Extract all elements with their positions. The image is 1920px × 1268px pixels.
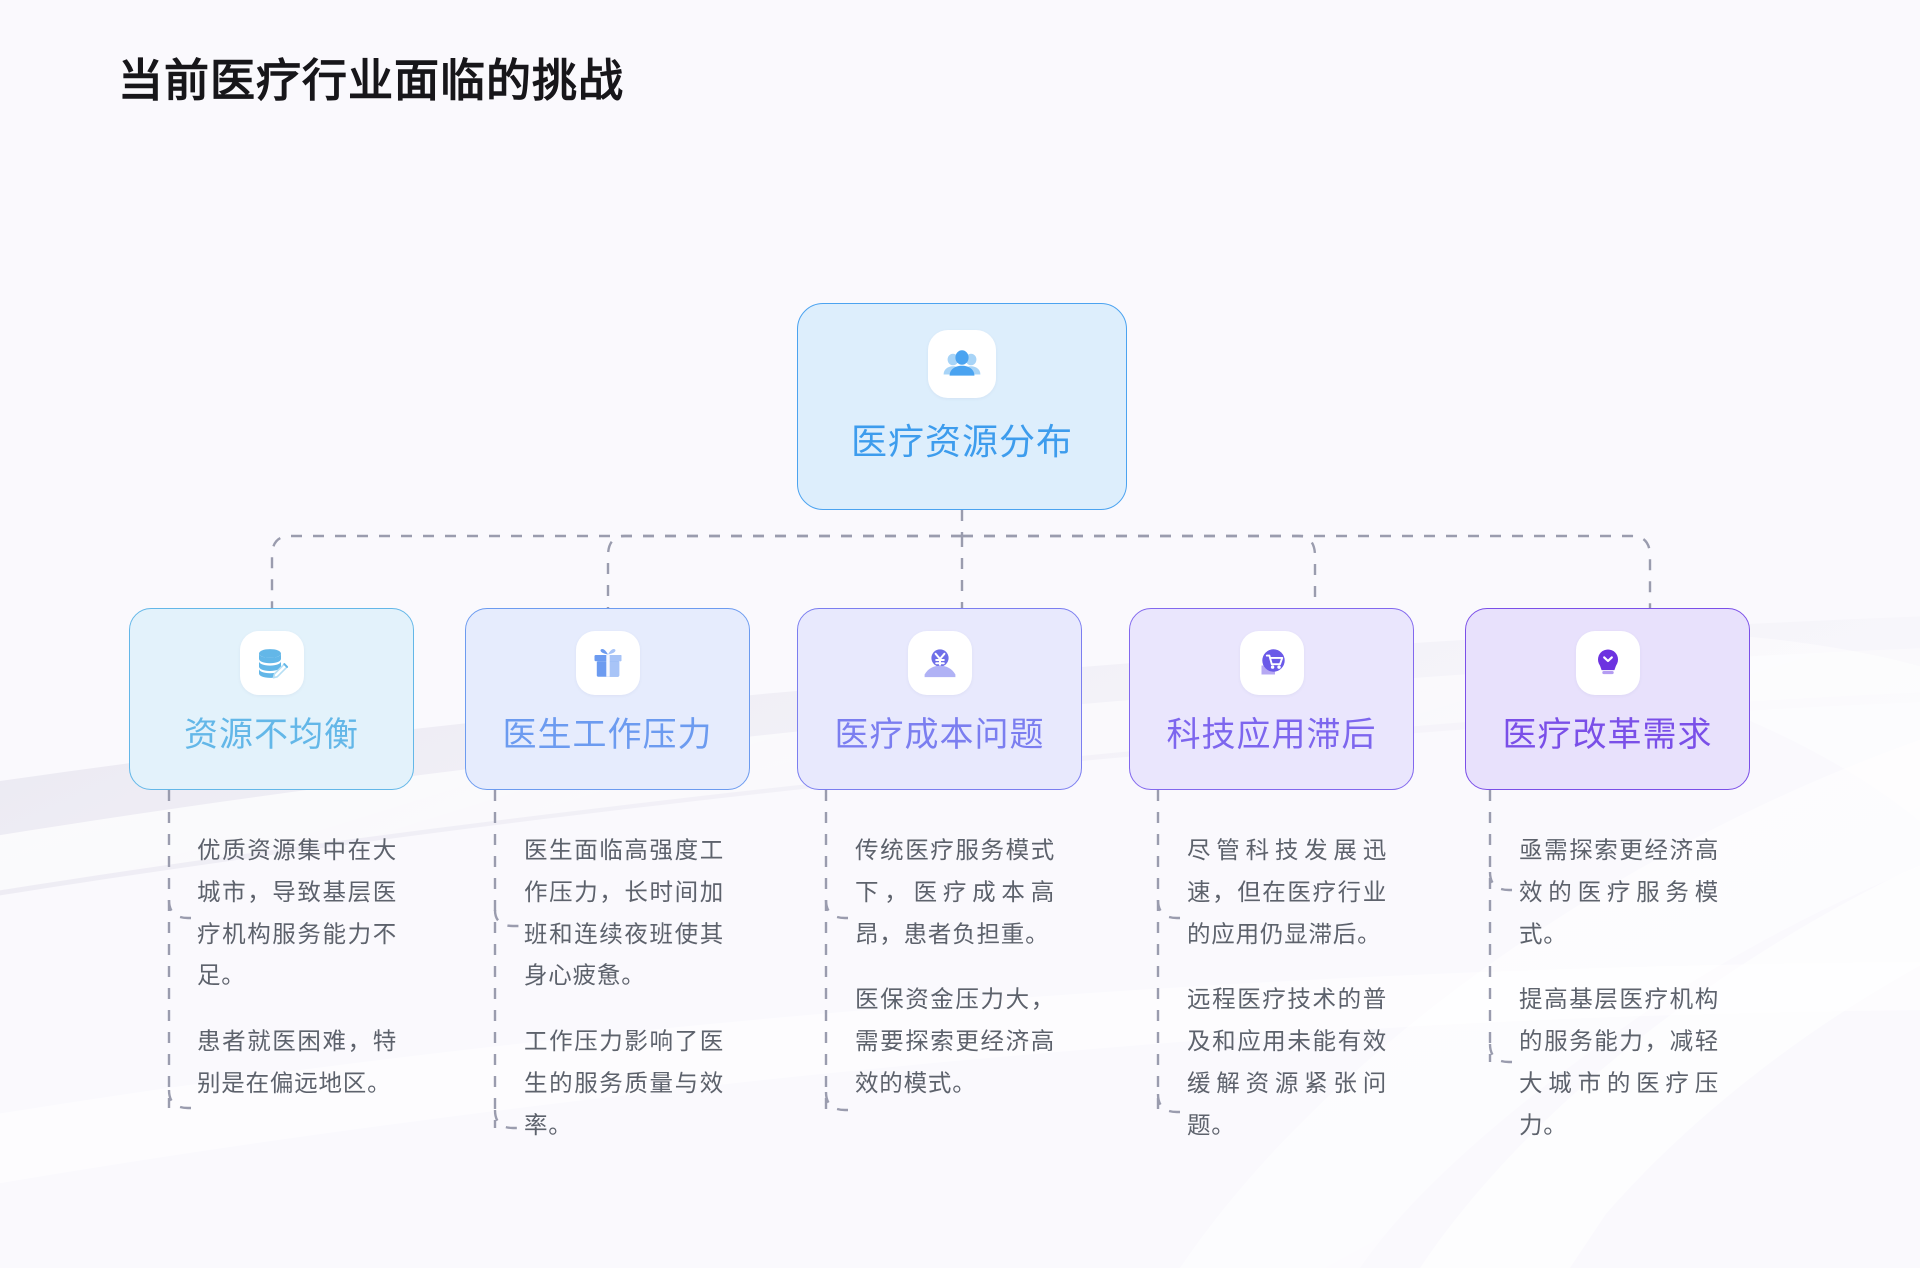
lightbulb-icon xyxy=(1575,631,1640,695)
leaf-item: 优质资源集中在大城市，导致基层医疗机构服务能力不足。 xyxy=(197,837,397,989)
mindmap-node-resource-imbalance[interactable]: 资源不均衡 xyxy=(129,608,414,790)
page-title: 当前医疗行业面临的挑战 xyxy=(118,55,625,106)
mindmap-node-medical-cost[interactable]: 医疗成本问题 xyxy=(797,608,1082,790)
mindmap-node-label: 医疗改革需求 xyxy=(1502,716,1713,754)
leaf-item: 尽管科技发展迅速，但在医疗行业的应用仍显滞后。 xyxy=(1187,837,1387,947)
leaf-item: 提高基层医疗机构的服务能力，减轻大城市的医疗压力。 xyxy=(1519,986,1719,1138)
leaf-item: 亟需探索更经济高效的医疗服务模式。 xyxy=(1519,837,1719,947)
mindmap-node-label: 医生工作压力 xyxy=(502,716,713,754)
mindmap-node-label: 医疗成本问题 xyxy=(834,716,1045,754)
leaf-item: 传统医疗服务模式下，医疗成本高昂，患者负担重。 xyxy=(855,837,1055,947)
leaf-column-2: 医生面临高强度工作压力，长时间加班和连续夜班使其身心疲惫。 工作压力影响了医生的… xyxy=(524,830,724,1147)
leaf-column-4: 尽管科技发展迅速，但在医疗行业的应用仍显滞后。 远程医疗技术的普及和应用未能有效… xyxy=(1187,830,1387,1147)
leaf-item: 医生面临高强度工作压力，长时间加班和连续夜班使其身心疲惫。 xyxy=(524,837,724,989)
hand-coin-yuan-icon xyxy=(907,631,972,695)
mindmap-node-tech-lag[interactable]: 科技应用滞后 xyxy=(1129,608,1414,790)
leaf-column-5: 亟需探索更经济高效的医疗服务模式。 提高基层医疗机构的服务能力，减轻大城市的医疗… xyxy=(1519,830,1719,1147)
leaf-column-3: 传统医疗服务模式下，医疗成本高昂，患者负担重。 医保资金压力大，需要探索更经济高… xyxy=(855,830,1055,1105)
mindmap-root-label: 医疗资源分布 xyxy=(850,421,1073,462)
leaf-item: 远程医疗技术的普及和应用未能有效缓解资源紧张问题。 xyxy=(1187,986,1387,1138)
database-edit-icon xyxy=(239,631,304,695)
mindmap-node-label: 科技应用滞后 xyxy=(1166,716,1377,754)
shopping-cart-icon xyxy=(1239,631,1304,695)
mindmap-root-node[interactable]: 医疗资源分布 xyxy=(797,303,1127,510)
leaf-item: 工作压力影响了医生的服务质量与效率。 xyxy=(524,1028,724,1138)
gift-box-icon xyxy=(575,631,640,695)
leaf-column-1: 优质资源集中在大城市，导致基层医疗机构服务能力不足。 患者就医困难，特别是在偏远… xyxy=(197,830,397,1105)
leaf-item: 患者就医困难，特别是在偏远地区。 xyxy=(197,1028,397,1097)
mindmap-node-doctor-pressure[interactable]: 医生工作压力 xyxy=(465,608,750,790)
mindmap-node-label: 资源不均衡 xyxy=(184,716,359,754)
leaf-item: 医保资金压力大，需要探索更经济高效的模式。 xyxy=(855,986,1055,1097)
mindmap-node-reform-demand[interactable]: 医疗改革需求 xyxy=(1465,608,1750,790)
users-icon xyxy=(928,330,996,398)
